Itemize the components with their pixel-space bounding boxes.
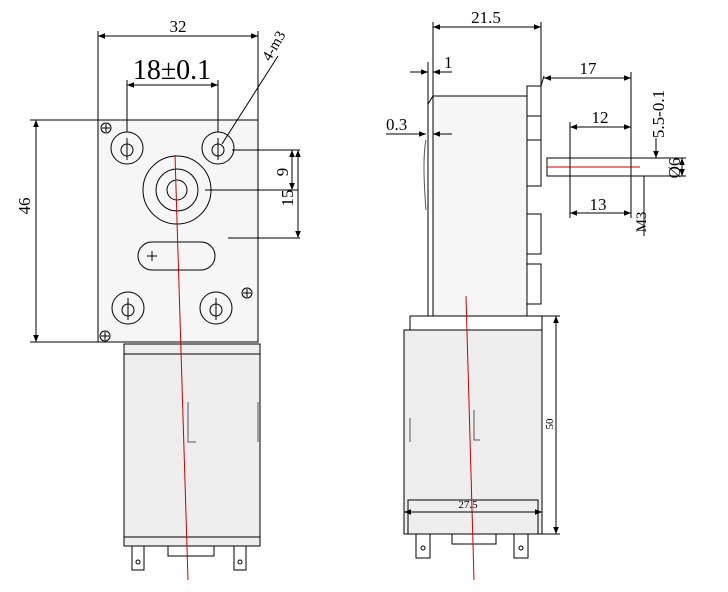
dim-offset-9: 9 <box>273 168 292 177</box>
corner-screw-mid-right <box>241 287 253 299</box>
dim-flat-5-5: 5.5-0.1 <box>649 90 668 138</box>
dim-motor-length-50: 50 <box>544 418 556 430</box>
plus-mark <box>147 251 157 261</box>
dim-shaft-total-17: 17 <box>580 59 598 78</box>
terminal-right-side <box>513 533 529 559</box>
gearbox-edge-steps <box>526 75 545 305</box>
terminal-left-side <box>415 533 431 559</box>
mount-hole-bottom-right <box>199 291 233 325</box>
terminal-right-front <box>233 545 247 571</box>
gearbox-side-body <box>432 95 528 317</box>
dim-flat-length-12: 12 <box>592 108 609 127</box>
dim-height-46: 46 <box>15 198 34 215</box>
motor-shaft-cap-side <box>451 533 497 545</box>
dim-width-32: 32 <box>170 17 187 36</box>
corner-screw-bottom-left <box>99 330 111 342</box>
side-view <box>386 22 686 581</box>
motor-end-cap-front <box>167 545 215 557</box>
motor-label-mark <box>187 402 196 443</box>
label-mount-thread: 4-m3 <box>260 29 290 64</box>
dim-shaft-diameter: Ø6 <box>665 158 684 179</box>
dim-gap-0-3: 0.3 <box>386 115 407 134</box>
mount-hole-bottom-left <box>111 291 145 325</box>
label-tap-thread-m3: M3 <box>634 212 650 233</box>
motor-body-front <box>123 343 261 547</box>
dim-plate-1: 1 <box>444 53 453 72</box>
dim-motor-dia-27-5: 27.5 <box>458 499 478 511</box>
dim-hole-spacing: 18±0.1 <box>133 55 211 86</box>
center-line-front <box>174 154 189 581</box>
terminal-left-front <box>131 545 145 571</box>
motor-body-side <box>409 315 543 331</box>
center-line-side <box>465 295 475 581</box>
dim-shaft-length-13: 13 <box>590 195 607 214</box>
oblong-slot <box>137 241 216 271</box>
corner-screw-top-left <box>100 122 112 134</box>
dim-offset-15: 15 <box>278 190 297 207</box>
front-view <box>30 31 301 581</box>
dim-depth-21-5: 21.5 <box>471 8 501 27</box>
